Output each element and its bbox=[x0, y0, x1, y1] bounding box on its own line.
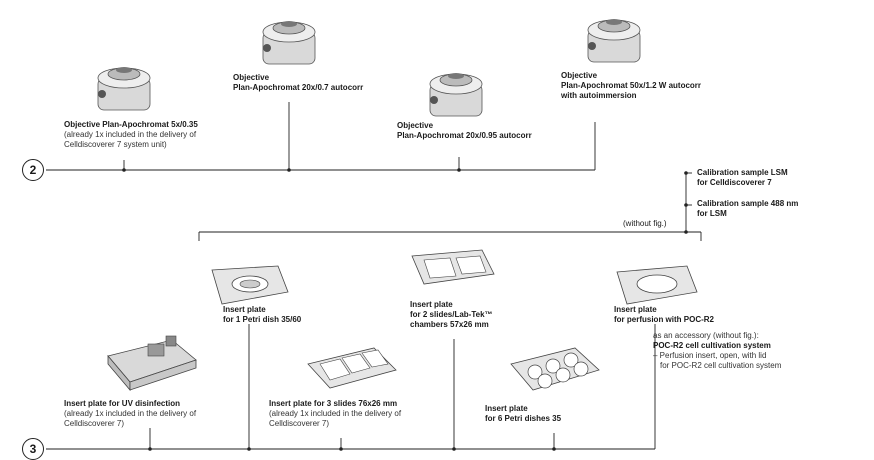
without-fig-note: (without fig.) bbox=[623, 219, 667, 229]
objective-50x-image bbox=[582, 4, 646, 66]
uv-plate-image bbox=[100, 330, 200, 394]
petri6-plate-label: Insert plate for 6 Petri dishes 35 bbox=[485, 404, 561, 424]
labtek-plate-image bbox=[402, 246, 498, 290]
labtek-plate-label: Insert plate for 2 slides/Lab-Tek™ chamb… bbox=[410, 300, 493, 330]
group-number-2: 2 bbox=[22, 159, 44, 181]
objective-5x-label: Objective Plan-Apochromat 5x/0.35 (alrea… bbox=[64, 120, 198, 150]
petri-plate-label: Insert plate for 1 Petri dish 35/60 bbox=[223, 305, 301, 325]
uv-plate-label: Insert plate for UV disinfection (alread… bbox=[64, 399, 196, 429]
poc-r2-accessory-note: as an accessory (without fig.): POC-R2 c… bbox=[653, 331, 781, 371]
perfusion-plate-image bbox=[605, 262, 701, 308]
petri6-plate-image bbox=[505, 344, 603, 396]
calibration-lsm-label: Calibration sample LSM for Celldiscovere… bbox=[697, 168, 788, 188]
petri-plate-image bbox=[200, 262, 290, 308]
perfusion-plate-label: Insert plate for perfusion with POC-R2 bbox=[614, 305, 714, 325]
slides3-plate-label: Insert plate for 3 slides 76x26 mm (alre… bbox=[269, 399, 401, 429]
objective-50x-label: Objective Plan-Apochromat 50x/1.2 W auto… bbox=[561, 71, 701, 101]
objective-20x-07-label: Objective Plan-Apochromat 20x/0.7 autoco… bbox=[233, 73, 363, 93]
objective-5x-image bbox=[92, 52, 156, 114]
objective-20x-095-label: Objective Plan-Apochromat 20x/0.95 autoc… bbox=[397, 121, 532, 141]
objective-20x-095-image bbox=[424, 58, 488, 120]
objective-20x-07-image bbox=[257, 6, 321, 68]
slides3-plate-image bbox=[300, 342, 400, 396]
calibration-488-label: Calibration sample 488 nm for LSM bbox=[697, 199, 798, 219]
